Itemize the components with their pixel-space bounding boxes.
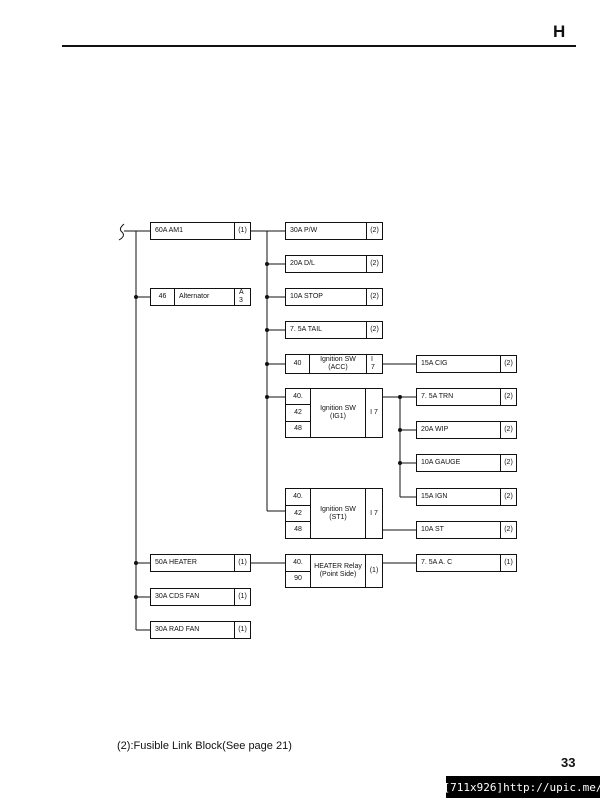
- fuse-stop-ref: (2): [366, 289, 382, 305]
- ignition-sw-ig1-ref: I 7: [365, 389, 382, 437]
- fuse-ac: 7. 5A A. C (1): [416, 554, 517, 572]
- fuse-am1-ref: (1): [234, 223, 250, 239]
- fuse-gauge-ref: (2): [500, 455, 516, 471]
- fuse-tail-label: 7. 5A TAIL: [290, 326, 323, 333]
- junction-dot: [398, 395, 402, 399]
- alternator-label: Alternator: [179, 293, 210, 300]
- fuse-stop-label: 10A STOP: [290, 293, 323, 300]
- ignition-sw-ig1-mode: (IG1): [330, 413, 346, 420]
- fuse-cds-fan-ref: (1): [234, 589, 250, 605]
- footnote: (2):Fusible Link Block(See page 21): [117, 740, 292, 752]
- junction-dot: [134, 595, 138, 599]
- fuse-rad-fan-ref: (1): [234, 622, 250, 638]
- fuse-heater-label: 50A HEATER: [155, 559, 197, 566]
- battery-break-symbol: [118, 223, 125, 241]
- junction-dot: [265, 262, 269, 266]
- heater-relay-name: HEATER Relay: [314, 563, 362, 570]
- fuse-cig-label: 15A CIG: [421, 360, 448, 367]
- fuse-am1-label: 60A AM1: [155, 227, 184, 234]
- ignition-sw-st1-name: Ignition SW: [320, 505, 356, 513]
- junction-dot: [398, 461, 402, 465]
- fuse-heater: 50A HEATER (1): [150, 554, 251, 572]
- ignition-sw-st1-pin: 42: [286, 506, 310, 523]
- fuse-ac-ref: (1): [500, 555, 516, 571]
- heater-relay-pin: 90: [294, 575, 302, 583]
- ignition-sw-acc-name: Ignition SW: [320, 356, 356, 363]
- ignition-sw-st1-mode: (ST1): [329, 513, 347, 521]
- fuse-wip-label: 20A WIP: [421, 426, 449, 433]
- ignition-sw-acc: 40 Ignition SW (ACC) I 7: [285, 354, 383, 374]
- fuse-dl: 20A D/L (2): [285, 255, 383, 273]
- junction-dot: [265, 395, 269, 399]
- ignition-sw-st1-ref: I 7: [365, 489, 382, 538]
- source-watermark[interactable]: [711x926]http://upic.me/: [444, 776, 600, 798]
- fuse-tail-ref: (2): [366, 322, 382, 338]
- junction-dot: [265, 362, 269, 366]
- fuse-am1: 60A AM1 (1): [150, 222, 251, 240]
- ignition-sw-st1-pin: 48: [294, 526, 302, 534]
- header-rule: [62, 45, 576, 47]
- fuse-rad-fan-label: 30A RAD FAN: [155, 626, 200, 633]
- fuse-gauge-label: 10A GAUGE: [421, 459, 461, 466]
- junction-dot: [398, 428, 402, 432]
- fuse-cds-fan-label: 30A CDS FAN: [155, 593, 200, 600]
- fuse-tail: 7. 5A TAIL (2): [285, 321, 383, 339]
- alternator-ref: A 3: [234, 289, 250, 305]
- ignition-sw-ig1-name: Ignition SW: [320, 405, 356, 412]
- fuse-trn-ref: (2): [500, 389, 516, 405]
- fuse-wip-ref: (2): [500, 422, 516, 438]
- ignition-sw-acc-ref: I 7: [366, 355, 382, 373]
- ignition-sw-acc-mode: (ACC): [328, 364, 348, 371]
- heater-relay-side: (Point Side): [319, 571, 357, 578]
- ignition-sw-st1: 40. 42 48 Ignition SW (ST1) I 7: [285, 488, 383, 539]
- fuse-pw-label: 30A P/W: [290, 227, 318, 234]
- fuse-st-ref: (2): [500, 522, 516, 538]
- fuse-gauge: 10A GAUGE (2): [416, 454, 517, 472]
- fuse-pw: 30A P/W (2): [285, 222, 383, 240]
- junction-dot: [134, 561, 138, 565]
- fuse-ign: 15A IGN (2): [416, 488, 517, 506]
- junction-dot: [265, 295, 269, 299]
- ignition-sw-st1-pin: 40.: [286, 489, 310, 506]
- heater-relay-pin: 40.: [286, 555, 310, 572]
- fuse-stop: 10A STOP (2): [285, 288, 383, 306]
- fuse-dl-label: 20A D/L: [290, 260, 315, 267]
- ignition-sw-ig1: 40. 42 48 Ignition SW (IG1) I 7: [285, 388, 383, 438]
- junction-dot: [265, 328, 269, 332]
- fuse-st: 10A ST (2): [416, 521, 517, 539]
- ignition-sw-ig1-pin: 40.: [286, 389, 310, 406]
- fuse-wip: 20A WIP (2): [416, 421, 517, 439]
- fuse-pw-ref: (2): [366, 223, 382, 239]
- heater-relay-ref: (1): [365, 555, 382, 587]
- fuse-heater-ref: (1): [234, 555, 250, 571]
- fuse-st-label: 10A ST: [421, 526, 444, 533]
- fuse-trn-label: 7. 5A TRN: [421, 393, 454, 400]
- alternator-connector: 46 Alternator A 3: [150, 288, 251, 306]
- fuse-dl-ref: (2): [366, 256, 382, 272]
- fuse-cig: 15A CIG (2): [416, 355, 517, 373]
- page-number: 33: [561, 755, 576, 770]
- fuse-cds-fan: 30A CDS FAN (1): [150, 588, 251, 606]
- junction-dot: [134, 295, 138, 299]
- alternator-pin: 46: [151, 289, 175, 305]
- section-letter: H: [553, 22, 566, 41]
- fuse-ac-label: 7. 5A A. C: [421, 559, 453, 566]
- fuse-ign-ref: (2): [500, 489, 516, 505]
- ignition-sw-acc-pin: 40: [286, 355, 310, 373]
- fuse-cig-ref: (2): [500, 356, 516, 372]
- ignition-sw-ig1-pin: 48: [294, 425, 302, 433]
- ignition-sw-ig1-pin: 42: [286, 405, 310, 422]
- fuse-trn: 7. 5A TRN (2): [416, 388, 517, 406]
- fuse-ign-label: 15A IGN: [421, 493, 448, 500]
- heater-relay: 40. 90 HEATER Relay (Point Side) (1): [285, 554, 383, 588]
- fuse-rad-fan: 30A RAD FAN (1): [150, 621, 251, 639]
